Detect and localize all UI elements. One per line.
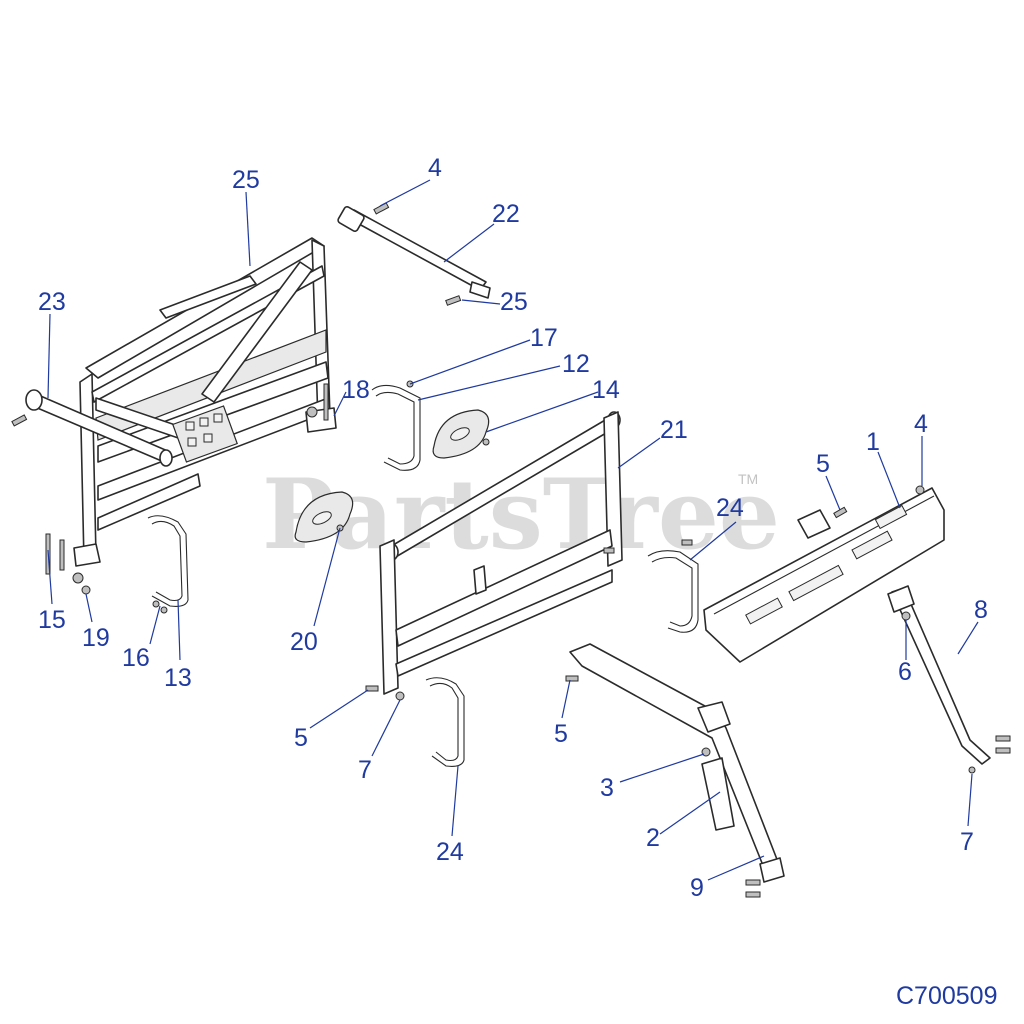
callout-20: 21 xyxy=(660,416,688,444)
callout-12: 13 xyxy=(164,664,192,692)
callout-labels: 25 4 22 25 23 17 12 14 18 21 24 1 4 5 8 … xyxy=(38,154,988,902)
watermark-trademark: TM xyxy=(738,471,758,487)
callout-3: 3 xyxy=(600,774,614,802)
callout-2: 2 xyxy=(646,824,660,852)
part-upper-tube xyxy=(337,206,491,299)
callout-9: 9 xyxy=(690,874,704,902)
callout-5: 4 xyxy=(428,154,442,182)
part-rear-panel-frame xyxy=(379,411,623,695)
part-pad-upper xyxy=(432,409,490,459)
callout-24: 24 xyxy=(436,838,464,866)
part-right-upright xyxy=(887,585,991,765)
part-grab-handle-lower xyxy=(425,677,465,767)
callout-18: 19 xyxy=(82,624,110,652)
part-grab-handle-right xyxy=(647,550,699,633)
callout-21: 22 xyxy=(492,200,520,228)
callout-25: 25 xyxy=(500,288,528,316)
part-grab-handle-left xyxy=(147,515,189,607)
callout-5: 5 xyxy=(554,720,568,748)
callout-10: 25 xyxy=(232,166,260,194)
callout-6: 6 xyxy=(898,658,912,686)
callout-19: 20 xyxy=(290,628,318,656)
callout-5: 5 xyxy=(294,724,308,752)
callout-8: 8 xyxy=(974,596,988,624)
callout-14: 15 xyxy=(38,606,66,634)
callout-16: 17 xyxy=(530,324,558,352)
callout-7: 7 xyxy=(358,756,372,784)
leader-lines xyxy=(47,179,979,881)
part-rear-frame xyxy=(73,237,337,567)
part-grab-handle-upper xyxy=(371,384,421,471)
callout-22: 23 xyxy=(38,288,66,316)
callout-4: 4 xyxy=(914,410,928,438)
part-cross-panel xyxy=(703,487,945,663)
callout-17: 18 xyxy=(342,376,370,404)
figure-code: C700509 xyxy=(896,982,997,1010)
callout-23: 24 xyxy=(716,494,744,522)
callout-15: 16 xyxy=(122,644,150,672)
callout-11: 12 xyxy=(562,350,590,378)
callout-1: 1 xyxy=(866,428,880,456)
callout-7: 7 xyxy=(960,828,974,856)
part-side-tube xyxy=(25,389,173,467)
callout-5: 5 xyxy=(816,450,830,478)
callout-13: 14 xyxy=(592,376,620,404)
